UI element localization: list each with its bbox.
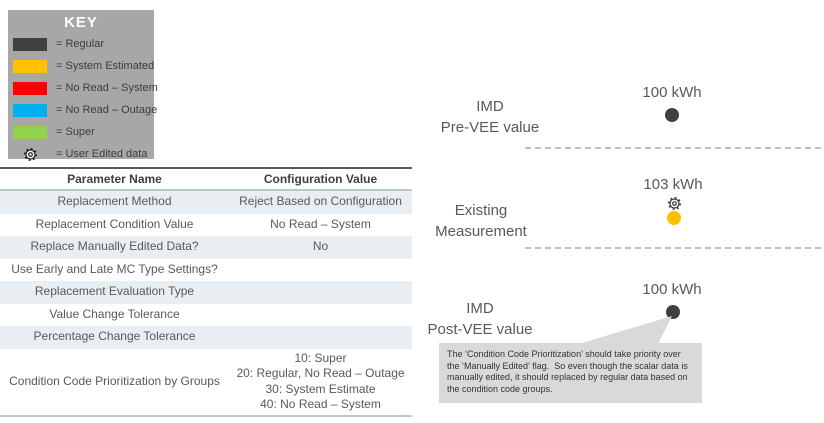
configuration-value-cell — [229, 290, 412, 294]
pre-vee-data-point — [665, 108, 679, 122]
table-header: Parameter Name Configuration Value — [0, 169, 412, 191]
table-row: Use Early and Late MC Type Settings? — [0, 258, 412, 281]
configuration-value-cell: No Read – System — [270, 216, 371, 231]
column-header-parameter-name: Parameter Name — [67, 172, 162, 186]
table-row: Replace Manually Edited Data? No — [0, 236, 412, 259]
configuration-value-cell: 10: Super 20: Regular, No Read – Outage … — [236, 350, 405, 412]
key-item-label: = Super — [56, 126, 95, 138]
callout-note: The ‘Condition Code Prioritization’ shou… — [439, 343, 702, 403]
existing-measurement-data-point — [667, 211, 681, 225]
key-item-regular: = Regular — [8, 33, 154, 55]
key-title: KEY — [64, 14, 98, 31]
parameter-name-cell: Replace Manually Edited Data? — [30, 239, 199, 254]
configuration-value-cell — [229, 313, 412, 317]
no-read-outage-swatch — [13, 103, 47, 117]
callout-pointer — [582, 316, 672, 344]
key-item-label: = System Estimated — [56, 60, 155, 72]
configuration-table: Parameter Name Configuration Value Repla… — [0, 167, 412, 417]
parameter-name-cell: Use Early and Late MC Type Settings? — [11, 261, 218, 276]
existing-measurement-label: Existing Measurement — [435, 202, 527, 241]
user-edited-gear-icon — [668, 197, 681, 210]
pre-vee-value: 100 kWh — [642, 84, 702, 101]
table-row: Percentage Change Tolerance — [0, 326, 412, 349]
key-item-super: = Super — [8, 121, 154, 143]
regular-swatch — [13, 37, 47, 51]
dashed-separator — [525, 247, 824, 249]
key-item-user-edited: = User Edited data — [8, 143, 154, 165]
table-row: Replacement Evaluation Type — [0, 281, 412, 304]
column-header-configuration-value: Configuration Value — [263, 172, 378, 186]
key-item-no-read-outage: = No Read – Outage — [8, 99, 158, 121]
parameter-name-cell: Value Change Tolerance — [49, 306, 180, 321]
key-item-label: = User Edited data — [56, 148, 148, 160]
configuration-value-cell: No — [312, 239, 329, 254]
dashed-separator — [525, 147, 824, 149]
parameter-name-cell: Replacement Method — [57, 194, 172, 209]
table-row: Condition Code Prioritization by Groups … — [0, 348, 412, 415]
parameter-name-cell: Replacement Condition Value — [35, 216, 194, 231]
gear-icon — [13, 147, 47, 161]
key-legend: KEY = Regular = System Estimated = No Re… — [8, 10, 158, 161]
key-item-label: = No Read – System — [56, 82, 158, 94]
post-vee-value: 100 kWh — [642, 281, 702, 298]
no-read-system-swatch — [13, 81, 47, 95]
imd-pre-vee-label: IMD Pre-VEE value — [440, 98, 540, 137]
parameter-name-cell: Condition Code Prioritization by Groups — [9, 373, 220, 388]
post-vee-data-point — [666, 305, 680, 319]
configuration-value-cell — [229, 335, 412, 339]
super-swatch — [13, 125, 47, 139]
configuration-value-cell — [229, 268, 412, 272]
imd-post-vee-label: IMD Post-VEE value — [427, 300, 533, 339]
table-row: Replacement Method Reject Based on Confi… — [0, 191, 412, 214]
table-row: Value Change Tolerance — [0, 303, 412, 326]
key-item-no-read-system: = No Read – System — [8, 77, 158, 99]
parameter-name-cell: Replacement Evaluation Type — [34, 284, 195, 299]
existing-measurement-value: 103 kWh — [643, 176, 703, 193]
key-item-system-estimated: = System Estimated — [8, 55, 154, 77]
parameter-name-cell: Percentage Change Tolerance — [33, 329, 196, 344]
system-estimated-swatch — [13, 59, 47, 73]
table-row: Replacement Condition Value No Read – Sy… — [0, 213, 412, 236]
key-item-label: = No Read – Outage — [56, 104, 158, 116]
configuration-value-cell: Reject Based on Configuration — [239, 194, 402, 209]
key-item-label: = Regular — [56, 38, 105, 50]
